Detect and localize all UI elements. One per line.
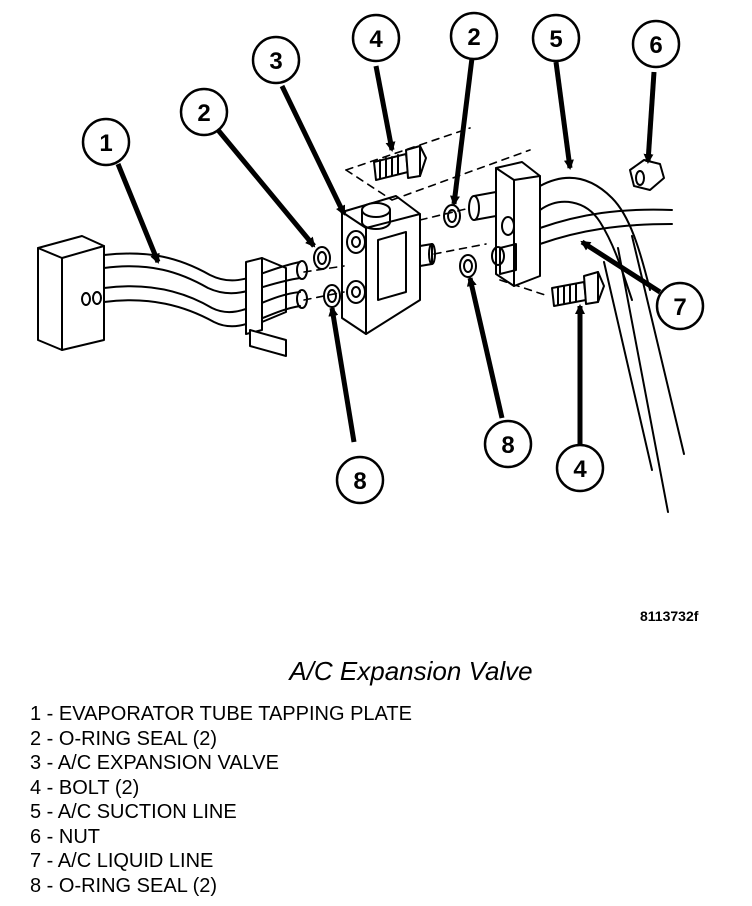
callout-7: 7: [655, 281, 705, 331]
evaporator-tubes: [103, 252, 308, 357]
legend-item: 3 - A/C EXPANSION VALVE: [30, 752, 279, 774]
legend-item: 4 - BOLT (2): [30, 776, 140, 799]
expansion-valve: [341, 195, 436, 335]
callout-8-right: 8: [483, 419, 533, 469]
leader-lines: [115, 57, 662, 446]
svg-text:4: 4: [573, 456, 587, 483]
callout-8-left: 8: [335, 455, 385, 505]
nut: [629, 159, 665, 191]
svg-text:1: 1: [99, 130, 112, 157]
svg-text:8: 8: [501, 432, 514, 459]
callout-3: 3: [251, 35, 301, 85]
callouts: 1 2 3 4 2 5 6 7 8 8 4: [81, 11, 705, 505]
legend-item: 2 - O-RING SEAL (2): [30, 727, 218, 750]
legend-item: 1 - EVAPORATOR TUBE TAPPING PLATE: [30, 703, 412, 725]
figure-caption: A/C Expansion Valve: [289, 656, 533, 686]
svg-text:8: 8: [353, 468, 366, 495]
svg-text:6: 6: [649, 32, 662, 59]
callout-4-bottom: 4: [555, 443, 605, 493]
legend-item: 5 - A/C SUCTION LINE: [30, 801, 237, 823]
svg-text:4: 4: [369, 26, 383, 53]
bolt-bottom: [551, 271, 605, 307]
callout-1: 1: [81, 117, 131, 167]
callout-4-top: 4: [351, 13, 401, 63]
legend-item: 8 - O-RING SEAL (2): [30, 874, 218, 897]
callout-5: 5: [531, 13, 581, 63]
figure-id: 8113732f: [640, 608, 699, 624]
svg-text:7: 7: [673, 294, 686, 321]
line-fitting-block: [468, 161, 541, 287]
svg-text:3: 3: [269, 48, 282, 75]
parts-legend: 1 - EVAPORATOR TUBE TAPPING PLATE 2 - O-…: [30, 702, 412, 898]
callout-2-right: 2: [449, 11, 499, 61]
vehicle-line-b: [617, 247, 669, 513]
svg-text:5: 5: [549, 26, 562, 53]
vehicle-line-a: [603, 261, 653, 471]
callout-2-left: 2: [179, 87, 229, 137]
svg-text:2: 2: [467, 24, 480, 51]
legend-item: 7 - A/C LIQUID LINE: [30, 850, 214, 872]
svg-text:2: 2: [197, 100, 210, 127]
tapping-plate: [37, 235, 105, 351]
callout-6: 6: [631, 19, 681, 69]
vehicle-line-c: [631, 235, 685, 455]
liquid-line: [539, 208, 673, 245]
legend-item: 6 - NUT: [30, 825, 100, 848]
expansion-valve-diagram: 1 2 3 4 2 5 6 7 8 8 4: [37, 11, 705, 513]
bolt-top: [373, 145, 427, 181]
